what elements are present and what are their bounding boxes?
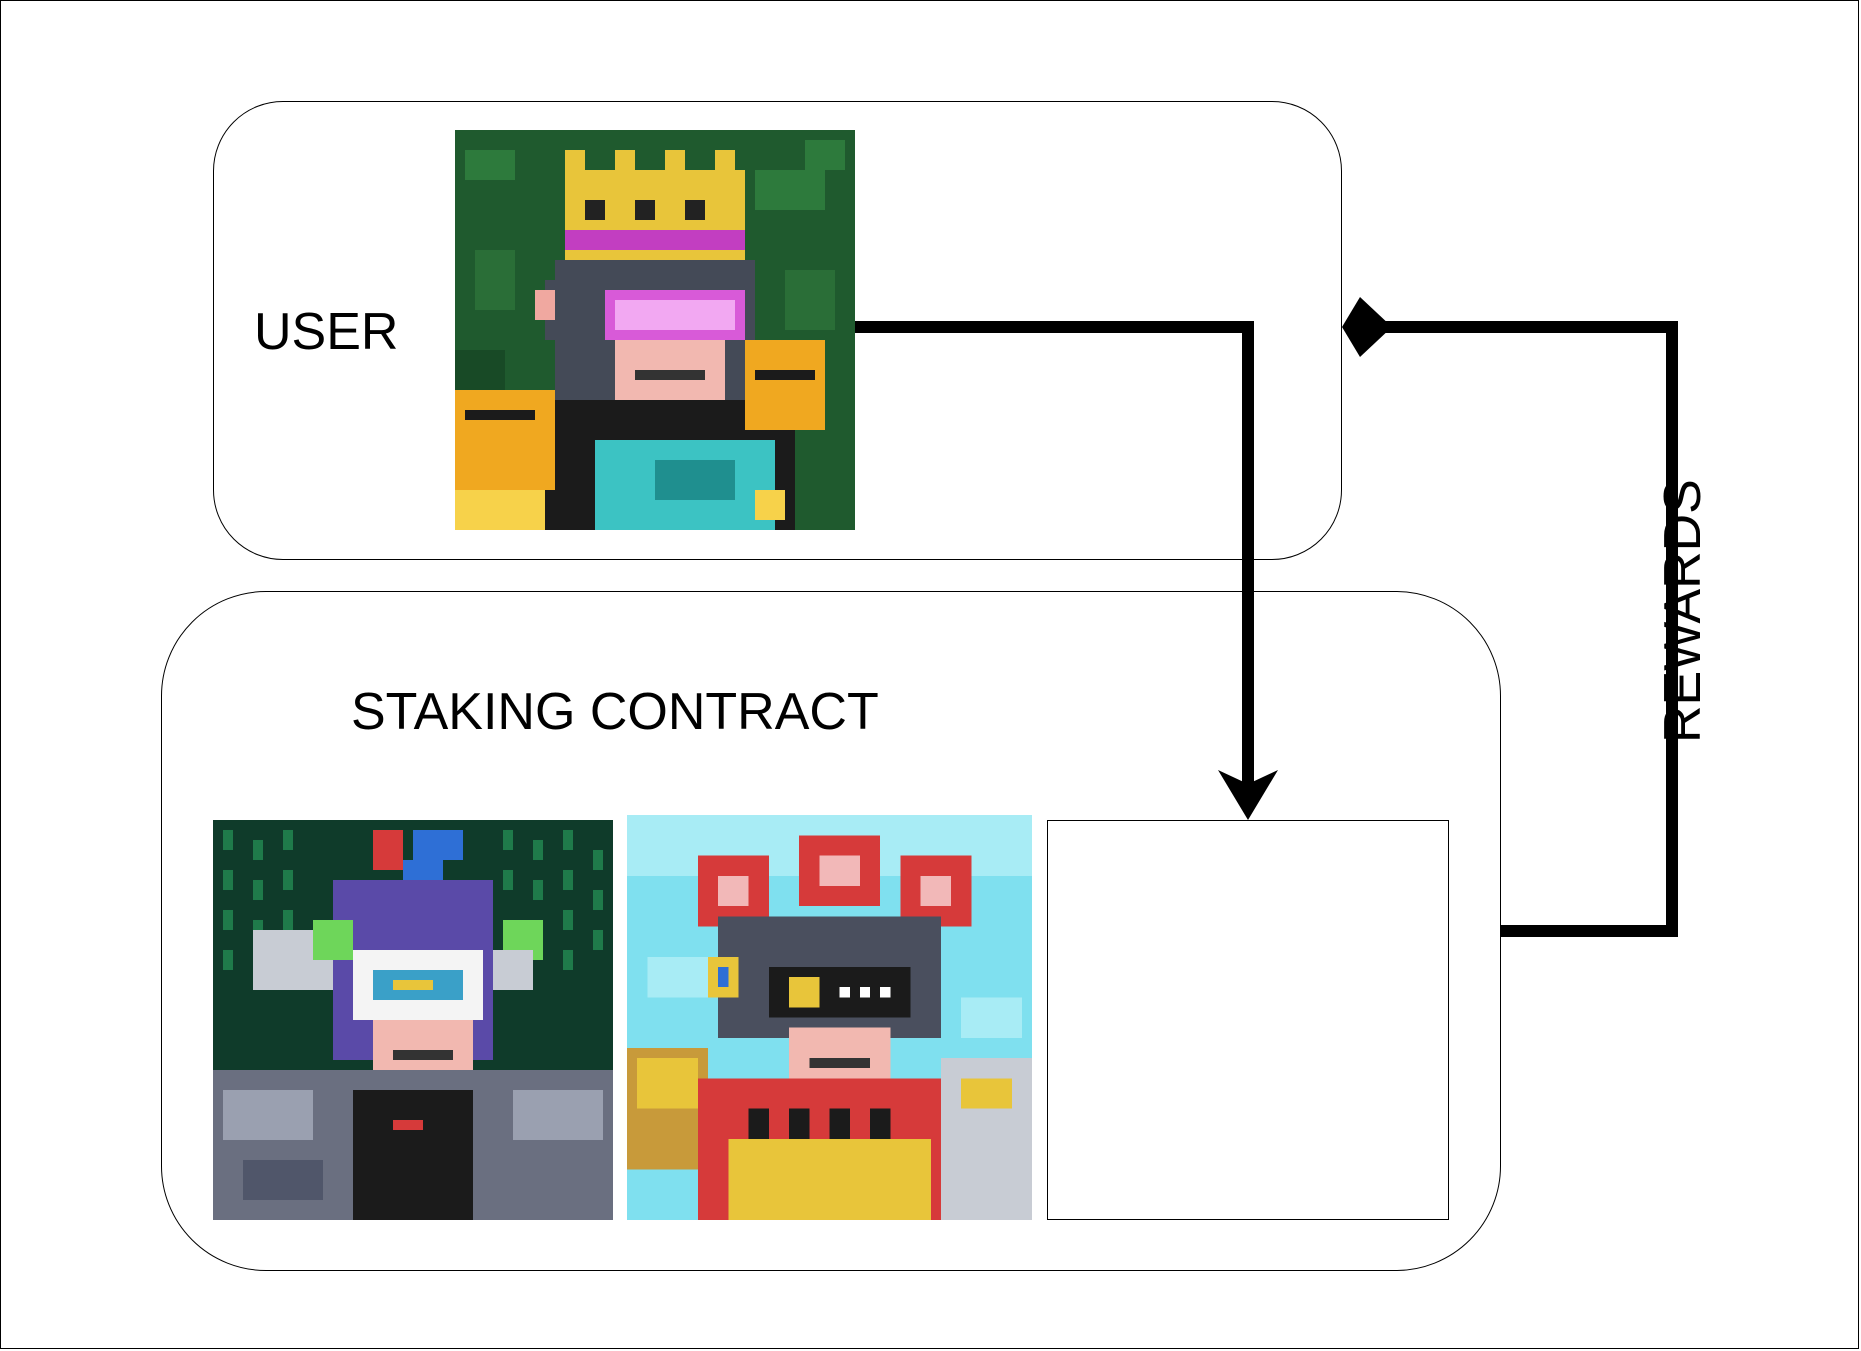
empty-stake-slot [1047,820,1449,1220]
pixel-ape-matrix-icon [213,820,613,1220]
rewards-label: REWARDS [1654,479,1712,743]
user-nft-image [455,130,855,530]
staked-nft-1-image [213,820,613,1220]
user-label: USER [254,303,399,361]
pixel-ape-robot-icon [627,815,1032,1220]
staking-contract-label: STAKING CONTRACT [351,683,879,741]
staked-nft-2-image [627,815,1032,1220]
pixel-ape-king-icon [455,130,855,530]
